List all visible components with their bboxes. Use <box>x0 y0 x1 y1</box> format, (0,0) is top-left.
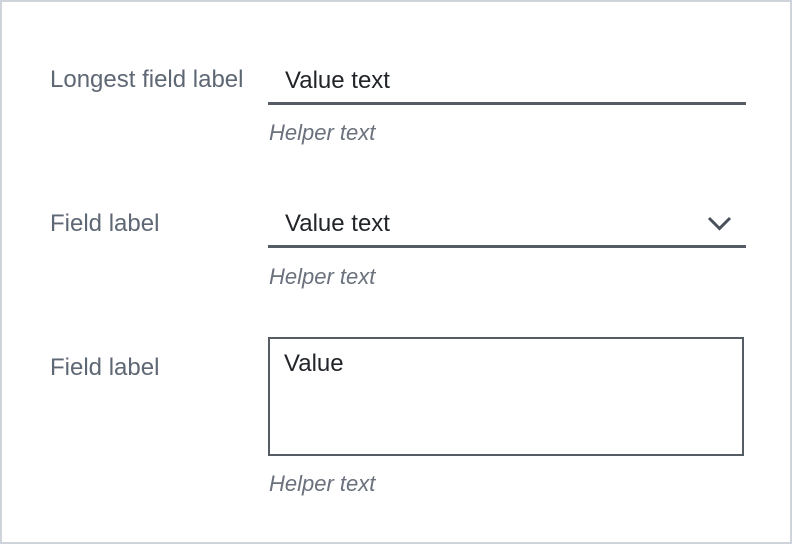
field-3-helper-text: Helper text <box>269 471 376 496</box>
field-2-dropdown-value: Value text <box>285 209 390 237</box>
field-1-text-input[interactable] <box>268 59 746 105</box>
field-2-label: Field label <box>50 210 160 237</box>
field-3-textarea[interactable] <box>268 337 744 456</box>
field-1-helper-text: Helper text <box>269 120 376 145</box>
field-1-label: Longest field label <box>50 66 244 93</box>
field-3-label: Field label <box>50 354 160 381</box>
field-2-helper-text: Helper text <box>269 264 376 289</box>
field-2-dropdown[interactable]: Value text <box>268 202 746 248</box>
chevron-down-icon <box>707 216 732 231</box>
